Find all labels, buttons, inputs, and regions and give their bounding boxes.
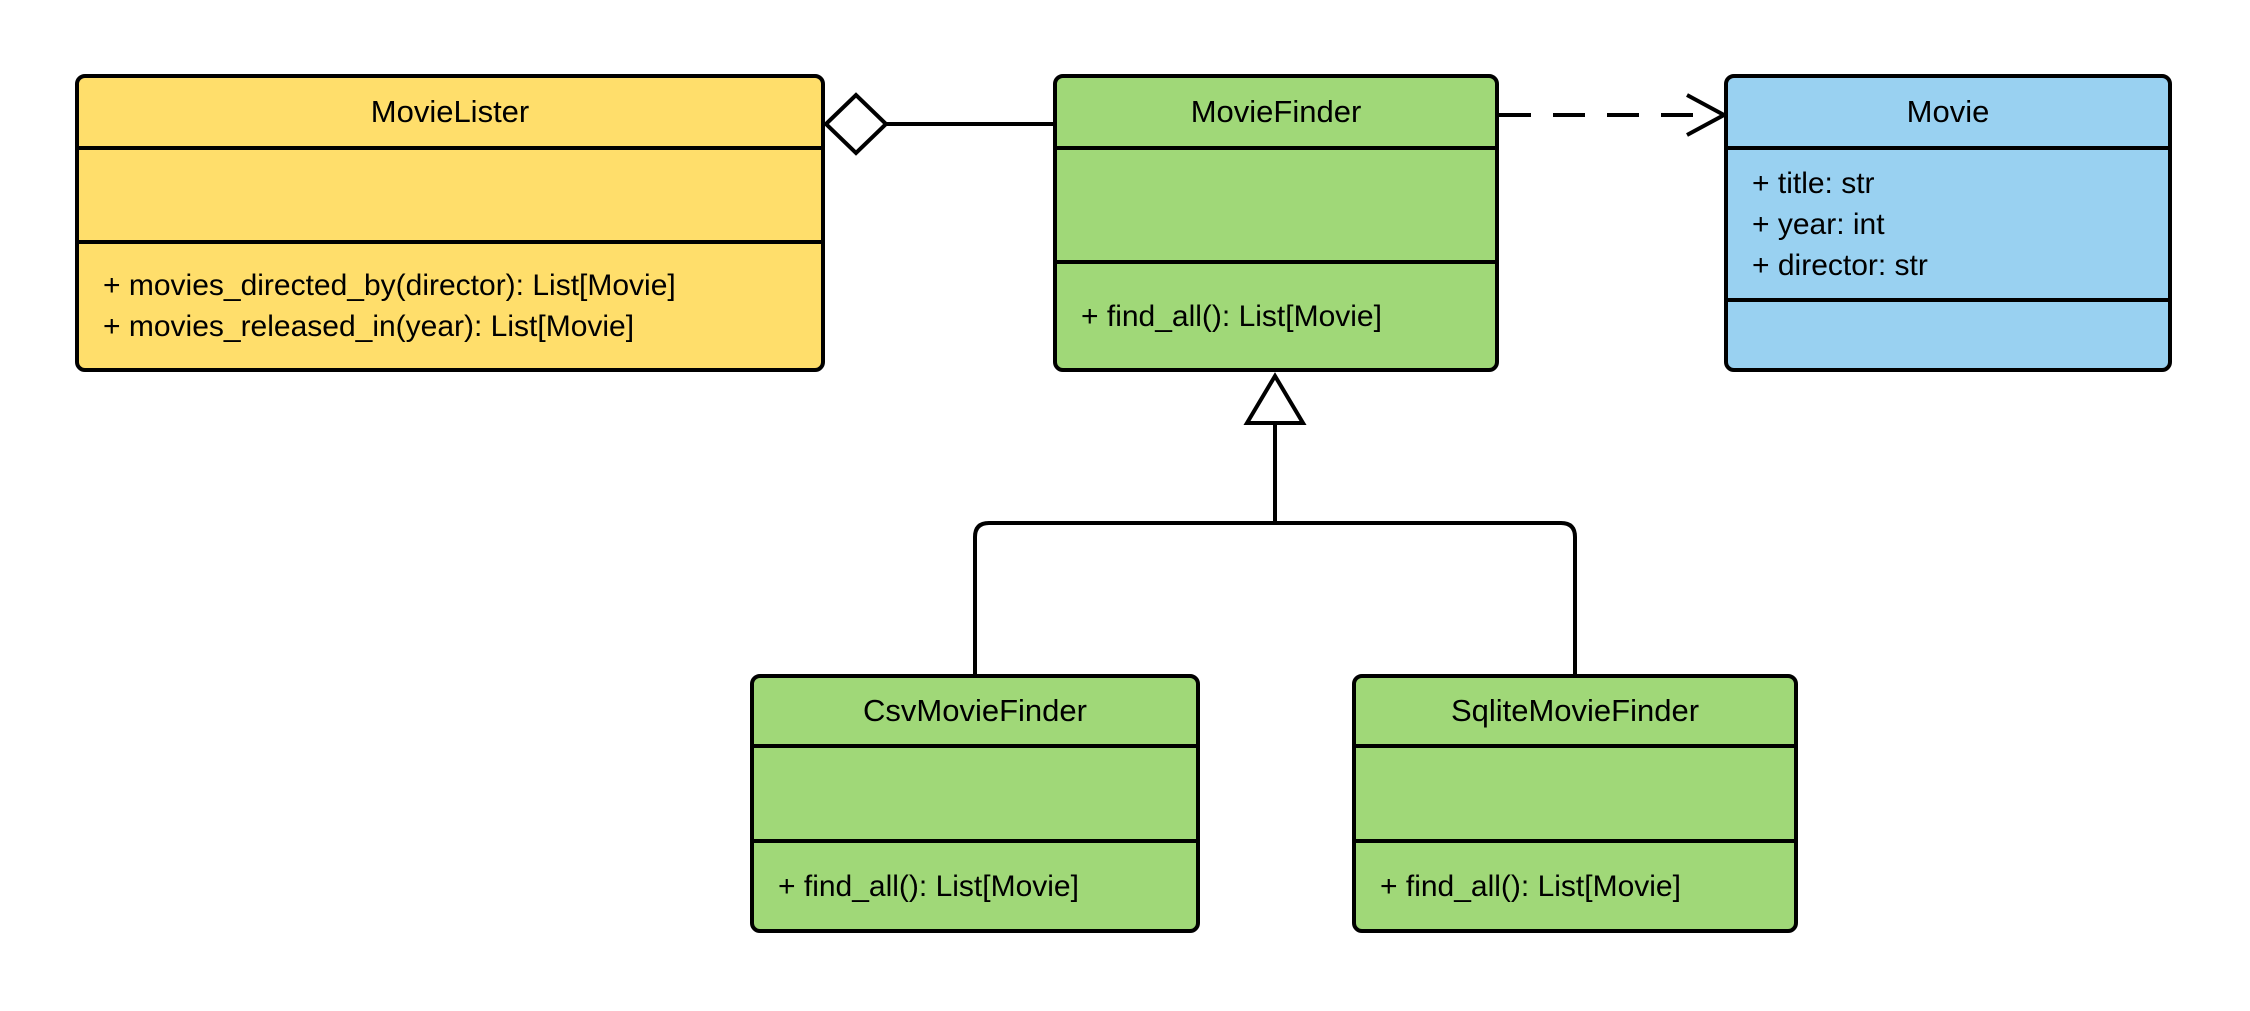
aggregation-connector-movielister-moviefinder	[823, 92, 1053, 156]
class-attributes-sqlitemoviefinder	[1356, 744, 1794, 839]
class-methods-movielister: + movies_directed_by(director): List[Mov…	[79, 240, 821, 368]
class-box-sqlitemoviefinder: SqliteMovieFinder + find_all(): List[Mov…	[1352, 674, 1798, 933]
attribute-title: + title: str	[1752, 166, 1875, 200]
method-find-all: + find_all(): List[Movie]	[778, 869, 1079, 903]
class-methods-sqlitemoviefinder: + find_all(): List[Movie]	[1356, 839, 1794, 929]
class-title-csvmoviefinder: CsvMovieFinder	[863, 693, 1087, 728]
class-title-movielister: MovieLister	[370, 94, 530, 129]
class-box-movie: Movie + title: str + year: int + directo…	[1724, 74, 2172, 372]
generalization-triangle-icon	[1243, 372, 1307, 425]
attribute-director: + director: str	[1752, 248, 1928, 282]
method-find-all: + find_all(): List[Movie]	[1081, 299, 1382, 333]
aggregation-diamond-icon	[823, 92, 889, 156]
class-attributes-csvmoviefinder	[754, 744, 1196, 839]
method-movies-released-in: + movies_released_in(year): List[Movie]	[103, 310, 635, 343]
class-attributes-movie: + title: str + year: int + director: str	[1728, 146, 2168, 298]
class-methods-csvmoviefinder: + find_all(): List[Movie]	[754, 839, 1196, 929]
class-title-sqlitemoviefinder: SqliteMovieFinder	[1450, 693, 1700, 728]
class-box-csvmoviefinder: CsvMovieFinder + find_all(): List[Movie]	[750, 674, 1200, 933]
dependency-connector-moviefinder-movie	[1499, 93, 1729, 137]
method-movies-directed-by: + movies_directed_by(director): List[Mov…	[103, 269, 676, 302]
class-attributes-movielister	[79, 146, 821, 240]
attribute-year: + year: int	[1752, 207, 1885, 241]
class-title-moviefinder: MovieFinder	[1190, 94, 1362, 129]
class-attributes-moviefinder	[1057, 146, 1495, 260]
class-methods-movie	[1728, 298, 2168, 368]
generalization-connector-tree	[973, 372, 1577, 674]
class-methods-moviefinder: + find_all(): List[Movie]	[1057, 260, 1495, 368]
generalization-branch-line	[973, 521, 1577, 674]
method-find-all: + find_all(): List[Movie]	[1380, 869, 1681, 903]
class-box-movielister: MovieLister + movies_directed_by(directo…	[75, 74, 825, 372]
class-box-moviefinder: MovieFinder + find_all(): List[Movie]	[1053, 74, 1499, 372]
class-title-movie: Movie	[1906, 94, 1990, 129]
